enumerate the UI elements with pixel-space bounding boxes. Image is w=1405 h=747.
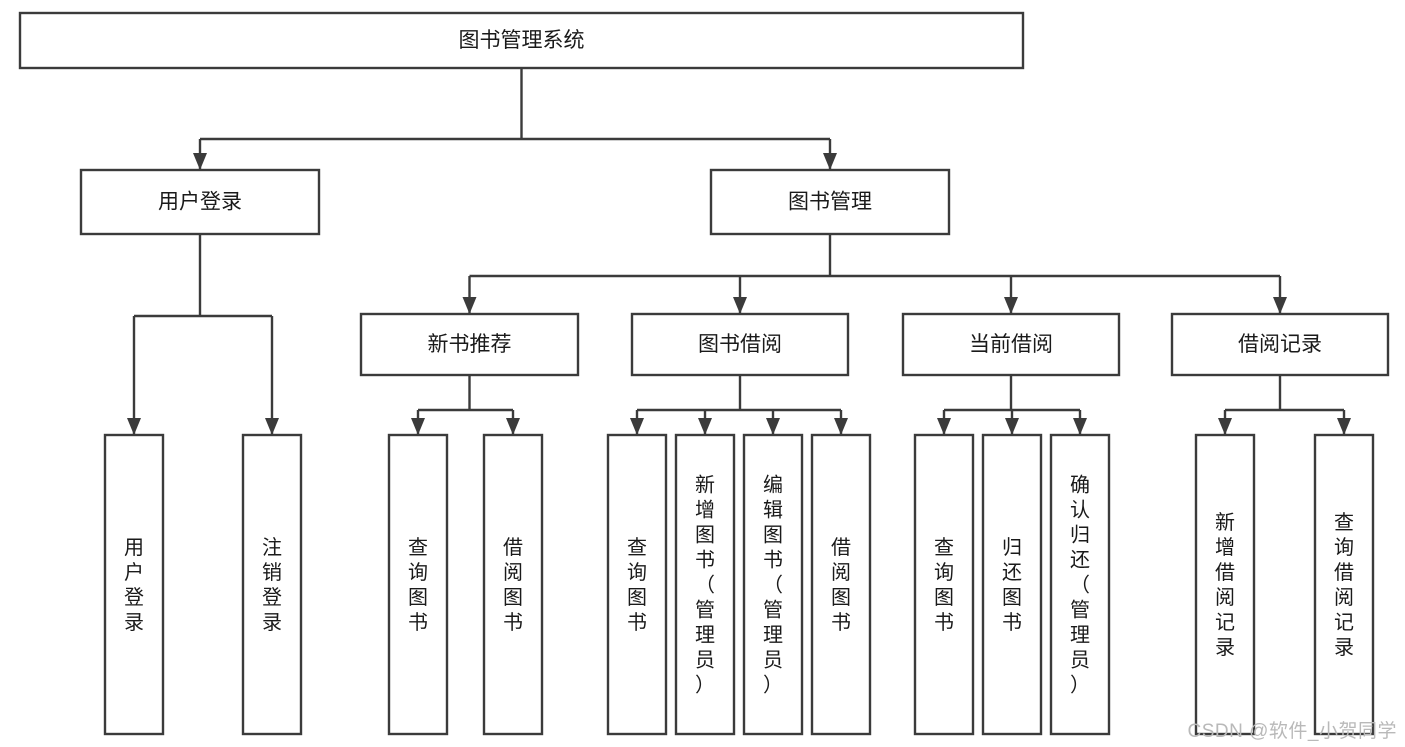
node-box[interactable] — [482, 433, 544, 736]
node-label: 查询图书 — [627, 536, 647, 634]
watermark: CSDN @软件_小贺同学 — [1187, 721, 1397, 742]
arrow-head-icon — [1218, 418, 1232, 435]
node-leaf-add-record[interactable]: 新增借阅记录 — [1194, 433, 1256, 736]
node-leaf-edit-book[interactable]: 编辑图书（管理员） — [742, 433, 804, 736]
arrow-head-icon — [506, 418, 520, 435]
node-label: 注销登录 — [262, 536, 282, 634]
node-label: 借阅图书 — [503, 536, 523, 634]
node-label: 借阅记录 — [1238, 333, 1322, 356]
node-label: 图书管理 — [788, 191, 872, 214]
node-label: 查询图书 — [408, 536, 428, 634]
node-box[interactable] — [606, 433, 668, 736]
arrow-head-icon — [1004, 297, 1018, 314]
edge-group-root — [193, 68, 837, 170]
arrow-head-icon — [462, 297, 477, 314]
node-box[interactable] — [810, 433, 872, 736]
node-book-manage[interactable]: 图书管理 — [709, 168, 951, 236]
node-label: 用户登录 — [124, 537, 144, 634]
node-box[interactable] — [742, 433, 804, 736]
node-box[interactable] — [359, 312, 580, 377]
edges-layer — [127, 68, 1351, 435]
arrow-head-icon — [630, 418, 644, 435]
node-leaf-query-record[interactable]: 查询借阅记录 — [1313, 433, 1375, 736]
node-leaf-add-book[interactable]: 新增图书（管理员） — [674, 433, 736, 736]
node-box[interactable] — [901, 312, 1121, 377]
edge-group-user-login — [127, 234, 279, 435]
node-borrow-record[interactable]: 借阅记录 — [1170, 312, 1390, 377]
arrow-head-icon — [193, 153, 207, 170]
node-box[interactable] — [1194, 433, 1256, 736]
node-label: 查询图书 — [934, 536, 954, 634]
nodes-layer: 图书管理系统用户登录图书管理新书推荐图书借阅当前借阅借阅记录用户登录注销登录查询… — [18, 11, 1390, 736]
node-leaf-borrow-book-1[interactable]: 借阅图书 — [482, 433, 544, 736]
edge-group-current-borrow — [937, 375, 1087, 435]
arrow-head-icon — [823, 153, 837, 170]
node-box[interactable] — [1170, 312, 1390, 377]
arrow-head-icon — [733, 297, 747, 314]
node-leaf-user-login[interactable]: 用户登录 — [103, 433, 165, 736]
arrow-head-icon — [127, 418, 141, 435]
node-new-book-rec[interactable]: 新书推荐 — [359, 312, 580, 377]
node-label: 新书推荐 — [428, 333, 512, 356]
node-leaf-confirm-return[interactable]: 确认归还（管理员） — [1049, 433, 1111, 736]
node-label: 借阅图书 — [831, 536, 851, 634]
node-box[interactable] — [981, 433, 1043, 736]
node-root[interactable]: 图书管理系统 — [18, 11, 1025, 70]
arrow-head-icon — [1073, 418, 1087, 435]
node-leaf-logout[interactable]: 注销登录 — [241, 433, 303, 736]
node-label: 当前借阅 — [969, 333, 1053, 356]
node-leaf-return-book[interactable]: 归还图书 — [981, 433, 1043, 736]
node-label: 确认归还（管理员） — [1070, 474, 1090, 697]
node-box[interactable] — [18, 11, 1025, 70]
node-leaf-query-book-3[interactable]: 查询图书 — [913, 433, 975, 736]
node-box[interactable] — [1049, 433, 1111, 736]
node-user-login[interactable]: 用户登录 — [79, 168, 321, 236]
node-current-borrow[interactable]: 当前借阅 — [901, 312, 1121, 377]
node-label: 图书借阅 — [698, 333, 782, 356]
arrow-head-icon — [1273, 297, 1287, 314]
arrow-head-icon — [698, 418, 712, 435]
node-box[interactable] — [913, 433, 975, 736]
node-label: 新增借阅记录 — [1215, 511, 1235, 659]
edge-group-new-book-rec — [411, 375, 520, 435]
arrow-head-icon — [937, 418, 951, 435]
node-box[interactable] — [387, 433, 449, 736]
arrow-head-icon — [411, 418, 425, 435]
arrow-head-icon — [1337, 418, 1351, 435]
arrow-head-icon — [265, 418, 279, 435]
node-label: 查询借阅记录 — [1334, 511, 1354, 659]
edge-group-book-borrow — [630, 375, 848, 435]
node-label: 图书管理系统 — [459, 29, 585, 52]
node-leaf-query-book-2[interactable]: 查询图书 — [606, 433, 668, 736]
arrow-head-icon — [766, 418, 780, 435]
edge-group-book-manage — [462, 234, 1287, 314]
node-box[interactable] — [630, 312, 850, 377]
node-label: 编辑图书（管理员） — [763, 474, 783, 697]
arrow-head-icon — [1005, 418, 1019, 435]
edge-group-borrow-record — [1218, 375, 1351, 435]
arrow-head-icon — [834, 418, 848, 435]
node-leaf-borrow-book-2[interactable]: 借阅图书 — [810, 433, 872, 736]
node-leaf-query-book-1[interactable]: 查询图书 — [387, 433, 449, 736]
node-label: 归还图书 — [1002, 536, 1022, 634]
node-box[interactable] — [79, 168, 321, 236]
node-label: 新增图书（管理员） — [695, 474, 715, 697]
node-box[interactable] — [241, 433, 303, 736]
node-box[interactable] — [1313, 433, 1375, 736]
node-book-borrow[interactable]: 图书借阅 — [630, 312, 850, 377]
node-box[interactable] — [103, 433, 165, 736]
node-box[interactable] — [674, 433, 736, 736]
node-label: 用户登录 — [158, 191, 242, 214]
node-box[interactable] — [709, 168, 951, 236]
